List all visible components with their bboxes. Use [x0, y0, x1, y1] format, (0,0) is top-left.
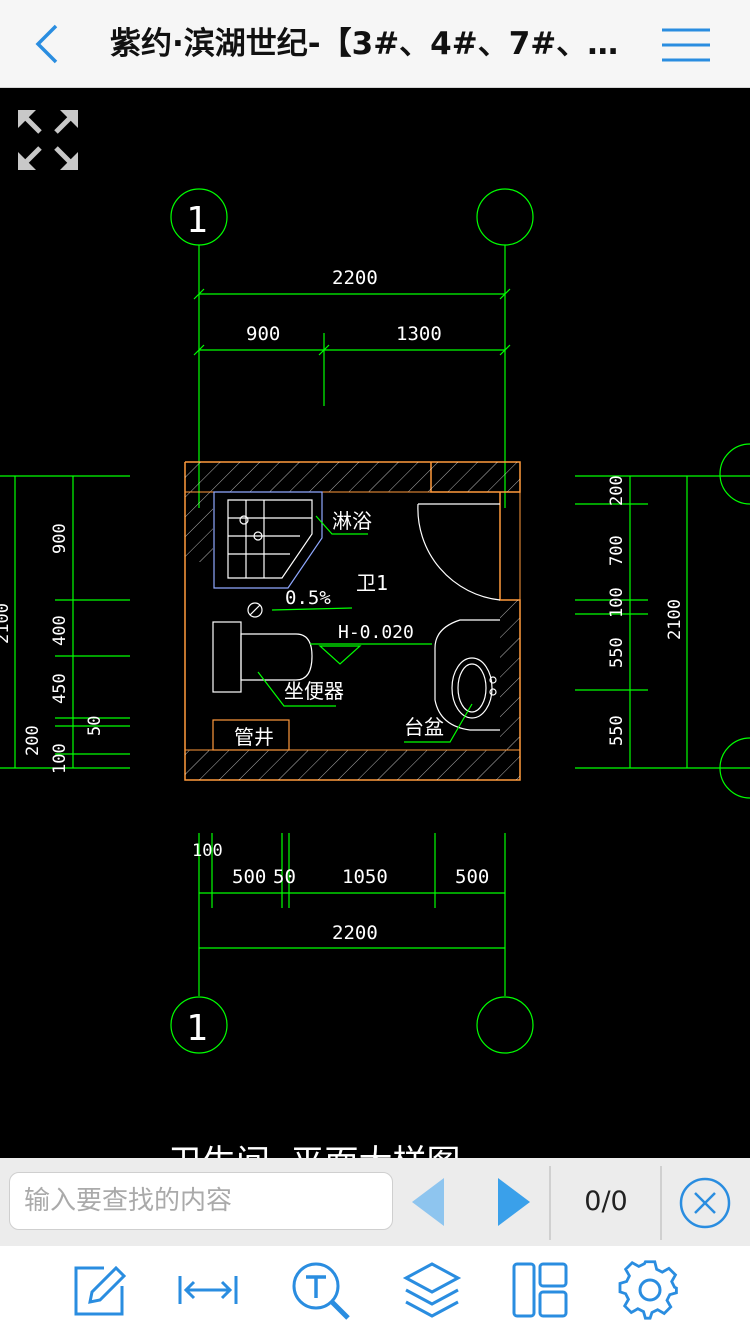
layers-icon — [402, 1262, 462, 1318]
drawing-labels: 1 1 2200 900 1300 100 500 50 1050 500 22… — [0, 200, 685, 1158]
edit-icon — [74, 1265, 127, 1316]
dim-right-550a: 550 — [607, 637, 627, 668]
axis-bubble-bottom-left — [170, 996, 228, 1054]
dim-right-700: 700 — [607, 535, 627, 566]
dim-right-100: 100 — [607, 587, 627, 618]
axis-lines — [0, 188, 750, 1054]
layout-button[interactable] — [508, 1258, 572, 1322]
dim-bottom-100: 100 — [192, 841, 223, 861]
hamburger-menu-icon — [662, 28, 710, 62]
label-elevation: H-0.020 — [338, 622, 414, 643]
dim-right-200: 200 — [607, 475, 627, 506]
label-shower: 淋浴 — [332, 509, 372, 533]
layers-button[interactable] — [400, 1258, 464, 1322]
dim-bottom-1050: 1050 — [342, 866, 388, 888]
search-result-count: 0/0 — [584, 1186, 628, 1217]
label-shaft: 管井 — [234, 725, 274, 749]
navigation-bar: 紫约·滨湖世纪-【3#、4#、7#、… — [0, 0, 750, 88]
dim-top-total: 2200 — [332, 267, 378, 289]
axis-label-bottom: 1 — [186, 1008, 208, 1049]
text-search-button[interactable] — [288, 1258, 352, 1322]
axis-bubble-top-right — [476, 188, 534, 246]
label-slope: 0.5% — [285, 587, 331, 609]
next-result-button[interactable] — [494, 1172, 534, 1232]
dim-left-450: 450 — [50, 673, 70, 704]
axis-label-top: 1 — [186, 200, 208, 241]
dim-bottom-total: 2200 — [332, 922, 378, 944]
label-basin: 台盆 — [404, 715, 444, 739]
label-room: 卫1 — [356, 571, 388, 595]
dim-top-right: 1300 — [396, 323, 442, 345]
drawing-caption: 卫生间 平面大样图 — [168, 1143, 460, 1158]
settings-icon — [618, 1260, 678, 1320]
document-title: 紫约·滨湖世纪-【3#、4#、7#、… — [110, 26, 619, 62]
label-toilet: 坐便器 — [284, 679, 344, 703]
dim-bottom-50: 50 — [273, 866, 296, 888]
separator — [660, 1166, 662, 1240]
close-search-button[interactable] — [678, 1176, 732, 1230]
dim-left-2100: 2100 — [0, 603, 13, 644]
dim-top-left: 900 — [246, 323, 280, 345]
dim-right-total: 2100 — [665, 599, 685, 640]
dim-left-400: 400 — [50, 615, 70, 646]
layout-icon — [512, 1262, 568, 1318]
triangle-left-icon — [412, 1178, 444, 1226]
dim-left-900: 900 — [50, 523, 70, 554]
dim-bottom-500a: 500 — [232, 866, 266, 888]
dim-bottom-500b: 500 — [455, 866, 489, 888]
separator — [549, 1166, 551, 1240]
menu-button[interactable] — [656, 20, 716, 70]
triangle-right-icon — [498, 1178, 530, 1226]
axis-bubble-top-left — [170, 188, 228, 246]
annotate-button[interactable] — [66, 1258, 130, 1322]
search-bar: 0/0 — [0, 1158, 750, 1246]
cad-drawing[interactable]: 1 1 2200 900 1300 100 500 50 1050 500 22… — [0, 88, 750, 1158]
room-walls — [184, 461, 521, 781]
measure-button[interactable] — [176, 1258, 240, 1322]
back-button[interactable] — [20, 14, 76, 74]
search-input[interactable] — [9, 1172, 393, 1230]
axis-bubble-bottom-right — [476, 996, 534, 1054]
dim-left-200: 200 — [23, 725, 43, 756]
dim-left-100: 100 — [50, 743, 70, 774]
settings-button[interactable] — [618, 1258, 682, 1322]
measure-icon — [178, 1276, 238, 1304]
chevron-left-icon — [35, 24, 58, 64]
close-circle-icon — [679, 1177, 731, 1229]
dim-left-50: 50 — [85, 716, 105, 736]
fullscreen-icon[interactable] — [18, 110, 78, 170]
text-search-icon — [292, 1262, 350, 1320]
fixtures — [212, 491, 501, 751]
dim-right-550b: 550 — [607, 715, 627, 746]
drawing-canvas[interactable]: 1 1 2200 900 1300 100 500 50 1050 500 22… — [0, 88, 750, 1158]
previous-result-button[interactable] — [408, 1172, 448, 1232]
bottom-toolbar — [0, 1246, 750, 1334]
